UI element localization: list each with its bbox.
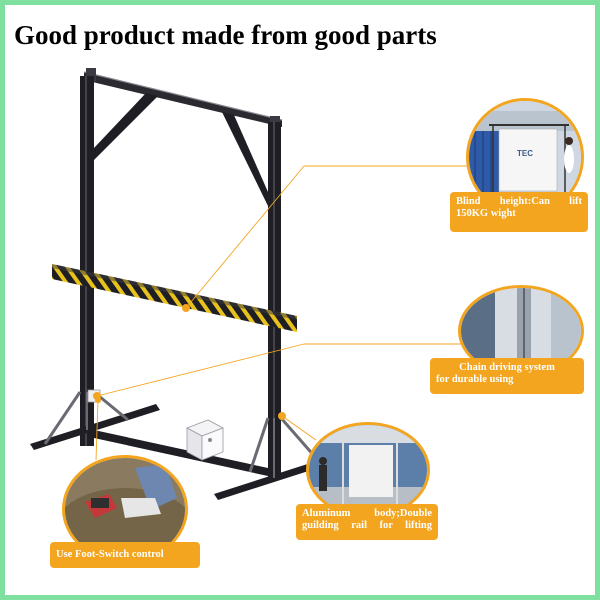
control-box: [186, 419, 224, 461]
tec-logo-text: TEC: [517, 149, 533, 158]
callout-dots: [93, 304, 286, 420]
callout-label-line: guilding rail for lifting: [302, 520, 432, 531]
callout-label-line: Blind height:Can lift: [456, 196, 582, 207]
callout-label-line: 150KG wight: [456, 208, 516, 219]
lifting-beam: [52, 264, 297, 332]
top-left-brace: [94, 93, 158, 160]
callout-label-foot-switch: Use Foot-Switch control: [50, 542, 200, 568]
left-post: [80, 76, 94, 446]
callout-label-blind-height: Blind height:Can lift 150KG wight: [450, 192, 588, 232]
bottom-rail: [94, 430, 268, 476]
callout-label-line: Aluminum body;Double: [302, 508, 432, 519]
page-title: Good product made from good parts: [14, 20, 437, 50]
callout-label-line: for durable using: [436, 374, 514, 385]
top-right-brace: [222, 112, 268, 206]
callout-label-chain-driving: Chain driving system for durable using: [430, 358, 584, 394]
top-beam: [83, 68, 283, 128]
callout-label-aluminum-body: Aluminum body;Double guilding rail for l…: [296, 504, 438, 540]
right-post: [268, 122, 281, 477]
callout-label-line: Use Foot-Switch control: [56, 549, 164, 560]
callout-leaders: [95, 165, 470, 461]
callout-label-line: Chain driving system: [459, 362, 555, 373]
left-base: [30, 390, 160, 450]
